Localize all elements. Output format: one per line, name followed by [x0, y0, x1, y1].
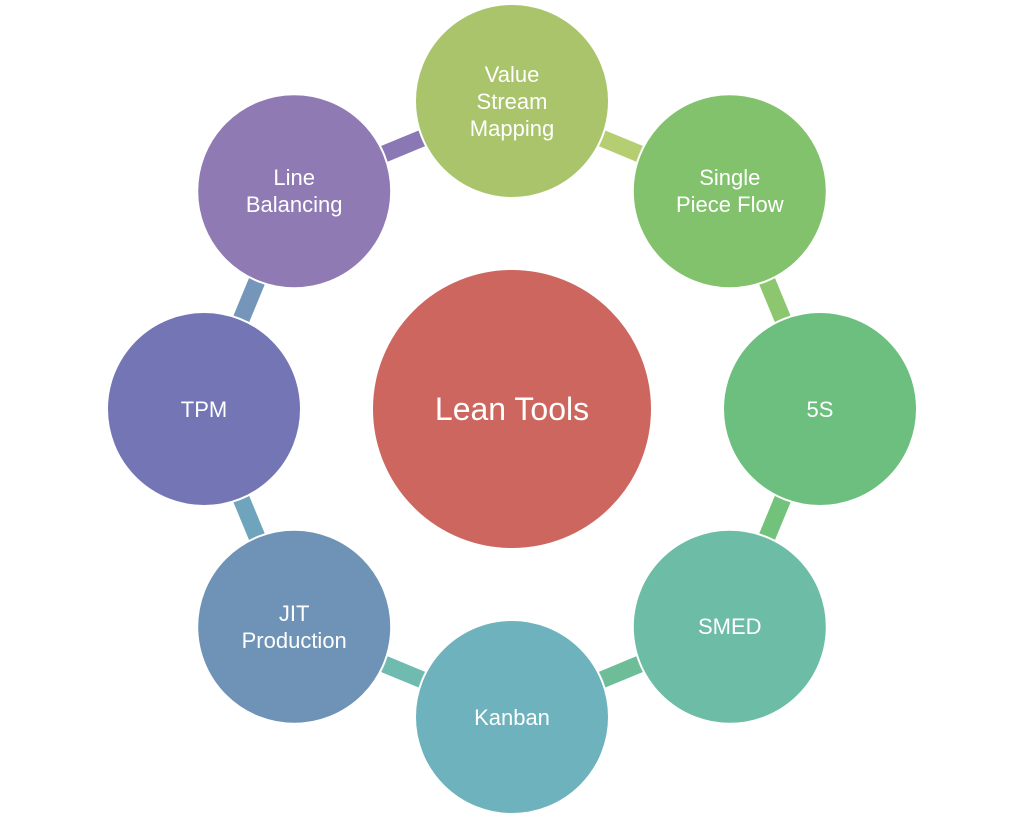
center-node-circle	[371, 268, 653, 550]
node-circle-tpm	[106, 311, 302, 507]
node-circle-jit-production	[196, 528, 393, 725]
connector-kanban	[379, 655, 427, 689]
connector-single-piece-flow	[758, 276, 792, 324]
connectors-group	[232, 129, 792, 689]
connector-jit-production	[232, 494, 266, 542]
connector-5s	[758, 494, 792, 542]
node-circle-kanban	[414, 619, 610, 815]
connector-smed	[597, 655, 645, 689]
node-circle-single-piece-flow	[631, 93, 828, 290]
node-circle-line-balancing	[196, 93, 393, 290]
node-circle-smed	[631, 528, 828, 725]
connector-value-stream-mapping	[597, 129, 645, 163]
connector-tpm	[232, 276, 266, 324]
node-circle-value-stream-mapping	[414, 3, 610, 199]
node-circle-5s	[722, 311, 918, 507]
circles-group	[106, 3, 918, 815]
connector-line-balancing	[379, 129, 427, 163]
